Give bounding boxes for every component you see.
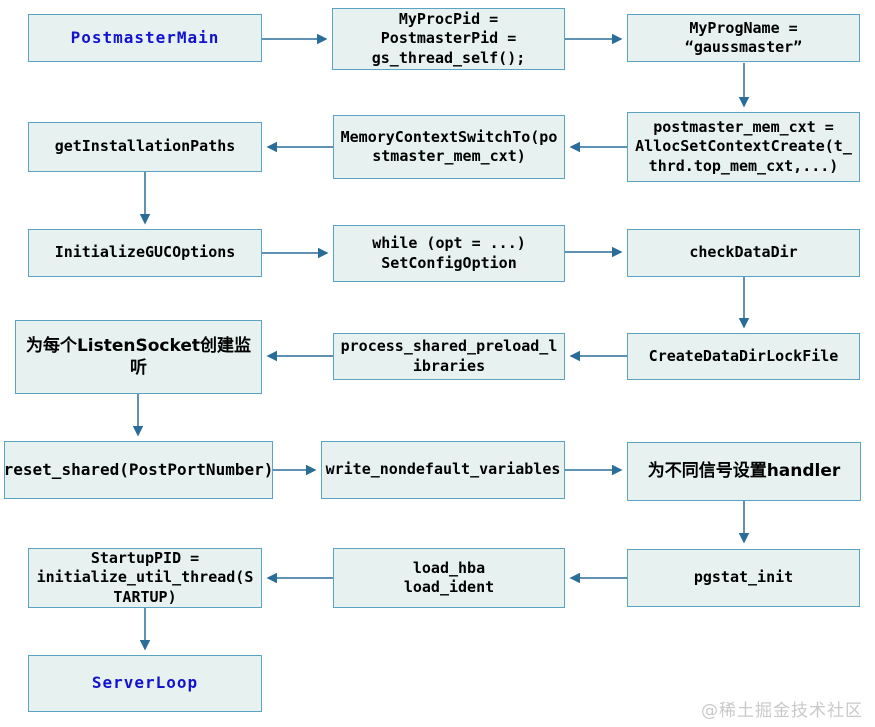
node-parse-options-loop: while (opt = ...) SetConfigOption (333, 225, 565, 282)
node-create-postmaster-mem-cxt: postmaster_mem_cxt = AllocSetContextCrea… (627, 112, 860, 182)
node-create-data-dir-lock-file: CreateDataDirLockFile (627, 333, 860, 380)
node-setup-signal-handlers: 为不同信号设置handler (627, 442, 861, 501)
node-server-loop: ServerLoop (28, 655, 262, 712)
node-load-hba-ident: load_hba load_ident (333, 548, 565, 608)
node-memory-context-switch-to: MemoryContextSwitchTo(po stmaster_mem_cx… (333, 115, 565, 179)
node-check-data-dir: checkDataDir (627, 229, 860, 277)
node-process-shared-preload-libraries: process_shared_preload_l ibraries (333, 333, 565, 380)
node-set-prog-name: MyProgName = “gaussmaster” (627, 14, 860, 62)
node-postmaster-main: PostmasterMain (28, 14, 262, 62)
watermark: @稀土掘金技术社区 (701, 701, 863, 721)
node-get-installation-paths: getInstallationPaths (28, 122, 262, 172)
node-create-listen-sockets: 为每个ListenSocket创建监听 (15, 320, 262, 394)
node-reset-shared: reset_shared(PostPortNumber) (4, 441, 273, 499)
node-start-startup-thread: StartupPID = initialize_util_thread(S TA… (28, 548, 262, 608)
node-write-nondefault-variables: write_nondefault_variables (321, 441, 565, 499)
node-initialize-guc-options: InitializeGUCOptions (28, 229, 262, 277)
node-set-proc-pid: MyProcPid = PostmasterPid = gs_thread_se… (332, 8, 565, 70)
node-pgstat-init: pgstat_init (627, 549, 860, 607)
